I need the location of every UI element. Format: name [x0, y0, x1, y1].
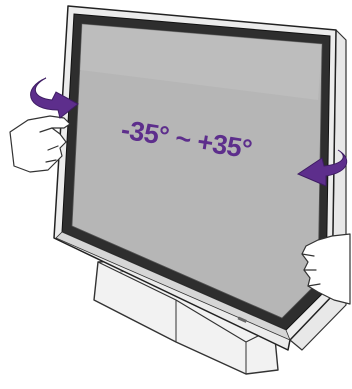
monitor-swivel-illustration: -35° ~ +35° [0, 0, 352, 389]
